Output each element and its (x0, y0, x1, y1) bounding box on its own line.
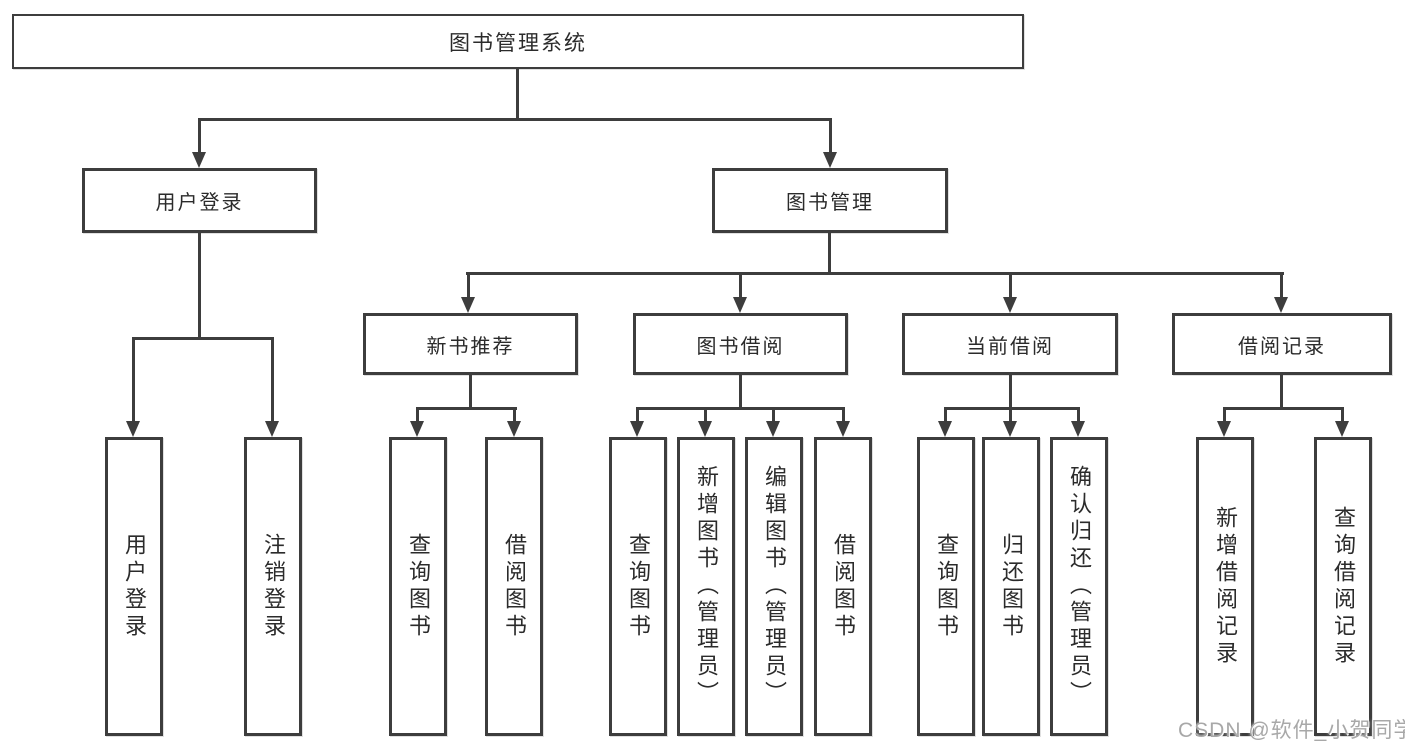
node-current-borrow: 当前借阅 (902, 313, 1118, 375)
leaf-query-book-current: 查询图书 (917, 437, 975, 736)
connector-drop (704, 407, 707, 423)
leaf-query-borrow-record: 查询借阅记录 (1314, 437, 1372, 736)
arrow-down-icon (630, 421, 644, 437)
connector-drop (772, 407, 775, 423)
connector-drop (1009, 407, 1012, 423)
leaf-logout: 注销登录 (244, 437, 302, 736)
connector-current-stem (1009, 374, 1012, 407)
node-user-login: 用户登录 (82, 168, 317, 233)
arrow-down-icon (192, 152, 206, 168)
connector-level3-rail (466, 272, 1284, 275)
connector-drop (467, 272, 470, 299)
connector-drop (416, 407, 419, 423)
connector-borrow-rail (636, 407, 845, 410)
arrow-down-icon (126, 421, 140, 437)
arrow-down-icon (733, 297, 747, 313)
arrow-down-icon (766, 421, 780, 437)
connector-user-login-stem (198, 232, 201, 337)
leaf-query-book-borrow: 查询图书 (609, 437, 667, 736)
connector-records-rail (1223, 407, 1343, 410)
arrow-down-icon (1071, 421, 1085, 437)
leaf-user-login: 用户登录 (105, 437, 163, 736)
node-book-borrow: 图书借阅 (633, 313, 848, 375)
connector-current-rail (944, 407, 1080, 410)
arrow-down-icon (461, 297, 475, 313)
connector-drop (132, 337, 135, 423)
connector-drop (1223, 407, 1226, 423)
arrow-down-icon (938, 421, 952, 437)
connector-recommend-stem (469, 374, 472, 407)
connector-drop (944, 407, 947, 423)
leaf-confirm-return-admin: 确认归还（管理员） (1050, 437, 1108, 736)
node-new-book-recommend: 新书推荐 (363, 313, 578, 375)
connector-drop (513, 407, 516, 423)
connector-drop (1280, 272, 1283, 299)
connector-borrow-stem (739, 374, 742, 407)
leaf-add-book-admin: 新增图书（管理员） (677, 437, 735, 736)
arrow-down-icon (698, 421, 712, 437)
connector-recommend-rail (416, 407, 517, 410)
connector-drop (739, 272, 742, 299)
connector-user-login-rail (132, 337, 274, 340)
connector-drop (1341, 407, 1344, 423)
connector-user-login-drop (198, 118, 201, 154)
arrow-down-icon (1003, 297, 1017, 313)
leaf-return-book: 归还图书 (982, 437, 1040, 736)
arrow-down-icon (265, 421, 279, 437)
arrow-down-icon (1003, 421, 1017, 437)
connector-drop (271, 337, 274, 423)
arrow-down-icon (823, 152, 837, 168)
leaf-borrow-book-recommend: 借阅图书 (485, 437, 543, 736)
connector-records-stem (1280, 374, 1283, 407)
leaf-edit-book-admin: 编辑图书（管理员） (745, 437, 803, 736)
leaf-add-borrow-record: 新增借阅记录 (1196, 437, 1254, 736)
watermark-text: CSDN @软件_小贺同学 (1178, 719, 1405, 742)
leaf-borrow-book: 借阅图书 (814, 437, 872, 736)
connector-level2-rail (198, 118, 832, 121)
connector-book-mgmt-stem (828, 232, 831, 272)
arrow-down-icon (1335, 421, 1349, 437)
arrow-down-icon (1217, 421, 1231, 437)
node-borrow-records: 借阅记录 (1172, 313, 1392, 375)
leaf-query-book-recommend: 查询图书 (389, 437, 447, 736)
connector-book-mgmt-drop (829, 118, 832, 154)
connector-drop (1009, 272, 1012, 299)
node-book-management: 图书管理 (712, 168, 948, 233)
connector-drop (1077, 407, 1080, 423)
connector-drop (842, 407, 845, 423)
connector-root-stem (516, 69, 519, 118)
arrow-down-icon (836, 421, 850, 437)
arrow-down-icon (1274, 297, 1288, 313)
node-library-management-system: 图书管理系统 (12, 14, 1024, 69)
arrow-down-icon (410, 421, 424, 437)
connector-drop (636, 407, 639, 423)
arrow-down-icon (507, 421, 521, 437)
